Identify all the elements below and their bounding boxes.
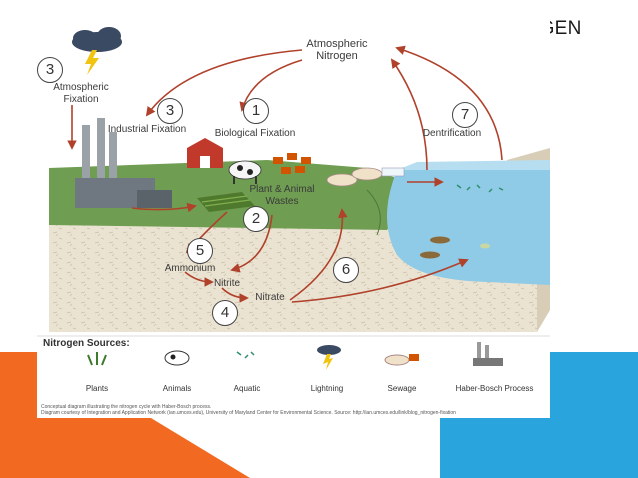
sources-title: Nitrogen Sources:	[43, 338, 130, 349]
houses	[273, 153, 311, 174]
source-plants-label: Plants	[85, 384, 109, 393]
label-industrial-fixation: Industrial Fixation	[107, 124, 187, 135]
step-1-marker: 1	[243, 98, 269, 124]
step-5-marker: 5	[187, 238, 213, 264]
aquatic-icon	[236, 351, 255, 359]
step-4-marker: 4	[212, 300, 238, 326]
step-6-marker: 6	[333, 257, 359, 283]
source-animals-label: Animals	[162, 384, 192, 393]
caption-line-1: Conceptual diagram illustrating the nitr…	[41, 404, 212, 410]
label-nitrate: Nitrate	[255, 292, 285, 303]
sewage-icon	[384, 354, 419, 366]
step-2-marker: 2	[243, 206, 269, 232]
fish	[420, 236, 490, 259]
algae	[456, 184, 504, 193]
cow-illustration	[228, 160, 262, 184]
nitrogen-cycle-diagram	[37, 27, 550, 370]
label-denitrification: Dentrification	[422, 128, 482, 139]
storm-cloud	[72, 27, 122, 75]
plants-icon	[87, 352, 107, 366]
step-3-atmospheric-marker: 3	[37, 57, 63, 83]
animals-icon	[164, 350, 190, 366]
source-sewage-label: Sewage	[387, 384, 417, 393]
step-7-marker: 7	[452, 102, 478, 128]
label-nitrite: Nitrite	[213, 278, 241, 289]
nitrogen-cycle-figure: Atmospheric Nitrogen Atmospheric Fixatio…	[37, 20, 550, 418]
label-atmospheric-fixation: Atmospheric Fixation	[53, 82, 109, 105]
label-atmospheric-nitrogen: Atmospheric Nitrogen	[306, 38, 368, 62]
sources-strip	[37, 335, 550, 370]
label-biological-fixation: Biological Fixation	[214, 128, 296, 139]
haber-bosch-icon	[473, 342, 503, 366]
label-ammonium: Ammonium	[164, 263, 216, 274]
barn-illustration	[187, 138, 223, 168]
sewage-tanks	[326, 167, 405, 187]
water-body	[387, 160, 550, 285]
factory-illustration	[75, 118, 172, 208]
source-haber-bosch-label: Haber-Bosch Process	[455, 384, 534, 393]
caption-line-2: Diagram courtesy of Integration and Appl…	[41, 410, 456, 416]
figure-caption: Conceptual diagram illustrating the nitr…	[41, 404, 546, 416]
step-3-industrial-marker: 3	[157, 98, 183, 124]
source-aquatic-label: Aquatic	[233, 384, 261, 393]
source-lightning-label: Lightning	[310, 384, 344, 393]
label-plant-animal-wastes: Plant & Animal Wastes	[249, 184, 315, 207]
crop-field	[197, 192, 255, 212]
lightning-icon	[317, 345, 341, 370]
